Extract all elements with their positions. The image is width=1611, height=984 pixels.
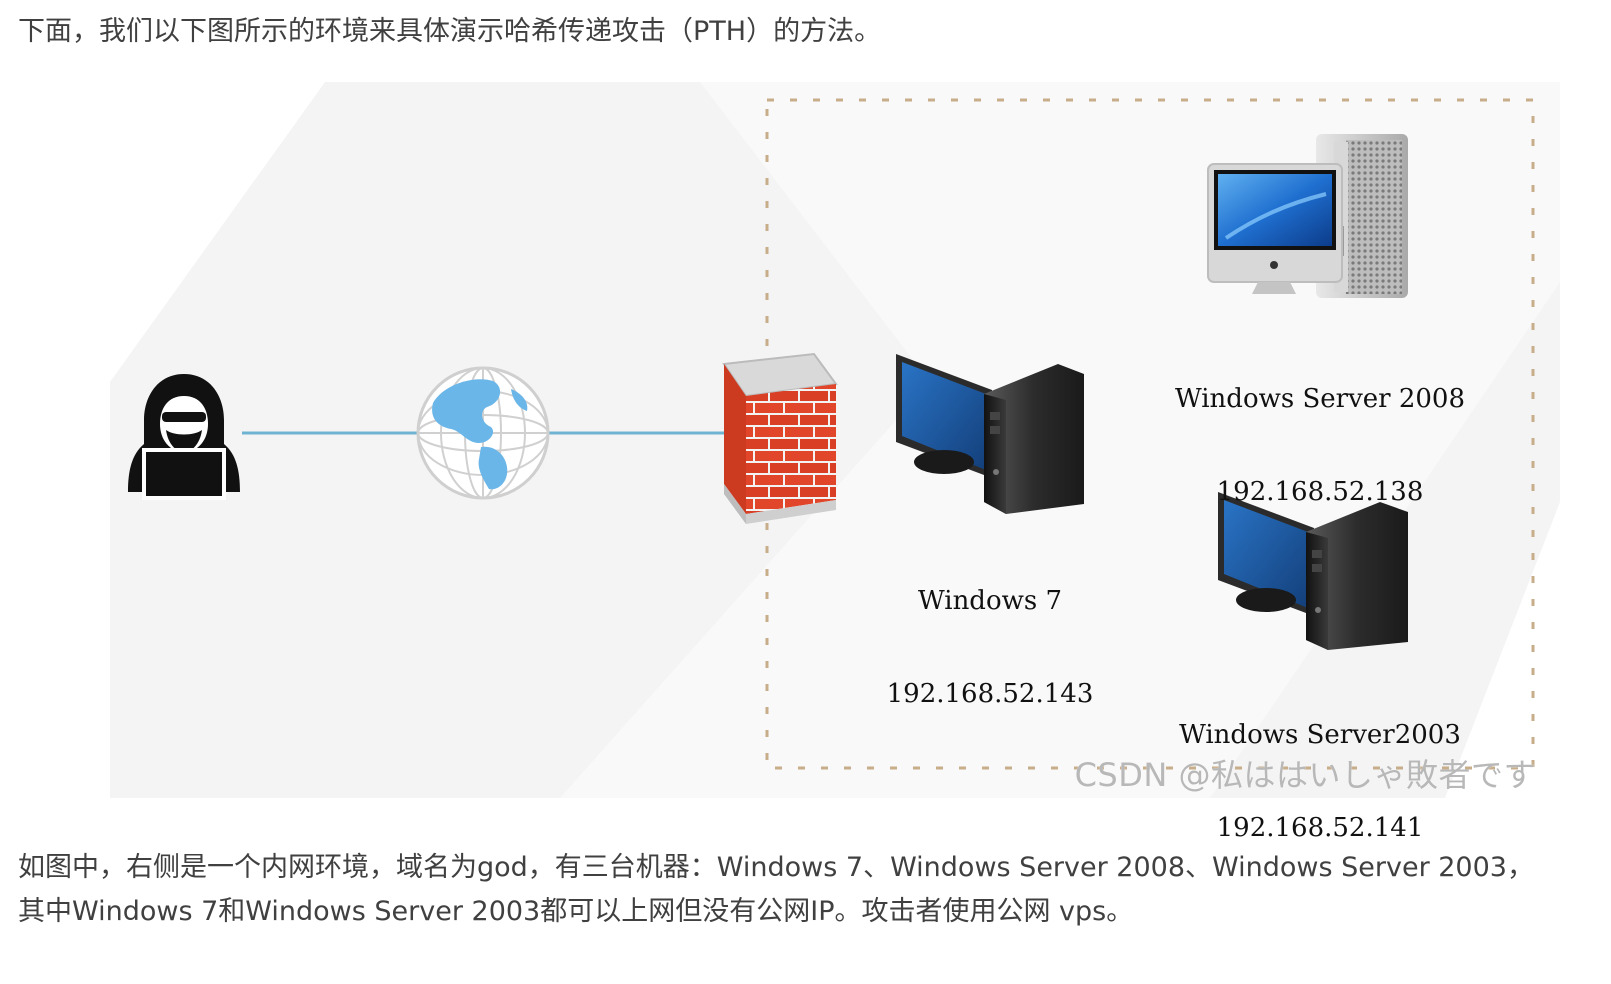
hacker-icon bbox=[128, 374, 240, 500]
desktop-computer-icon bbox=[1218, 492, 1408, 650]
description-paragraph-line-1: 如图中，右侧是一个内网环境，域名为god，有三台机器：Windows 7、Win… bbox=[18, 852, 1534, 883]
node-name: Windows Server2003 bbox=[1179, 720, 1461, 750]
watermark: CSDN @私ははいしゃ敗者です bbox=[1074, 756, 1536, 794]
desktop-computer-icon bbox=[896, 354, 1084, 514]
node-name: Windows 7 bbox=[917, 586, 1063, 616]
diagram-canvas bbox=[110, 82, 1560, 798]
network-diagram: Windows 7 192.168.52.143 Windows Server … bbox=[110, 82, 1560, 843]
node-label-win7: Windows 7 192.168.52.143 bbox=[850, 524, 1130, 772]
intro-paragraph: 下面，我们以下图所示的环境来具体演示哈希传递攻击（PTH）的方法。 bbox=[18, 16, 882, 47]
node-ip: 192.168.52.143 bbox=[886, 679, 1094, 709]
node-label-srv2003: Windows Server2003 192.168.52.141 bbox=[1140, 658, 1500, 906]
node-ip: 192.168.52.138 bbox=[1216, 477, 1424, 507]
description-paragraph-line-2: 其中Windows 7和Windows Server 2003都可以上网但没有公… bbox=[18, 896, 1134, 927]
node-ip: 192.168.52.141 bbox=[1216, 813, 1424, 843]
globe-icon bbox=[416, 366, 550, 500]
node-label-srv2008: Windows Server 2008 192.168.52.138 bbox=[1140, 322, 1500, 570]
firewall-icon bbox=[722, 352, 838, 524]
node-name: Windows Server 2008 bbox=[1174, 384, 1466, 414]
mac-pro-computer-icon bbox=[1207, 134, 1408, 298]
